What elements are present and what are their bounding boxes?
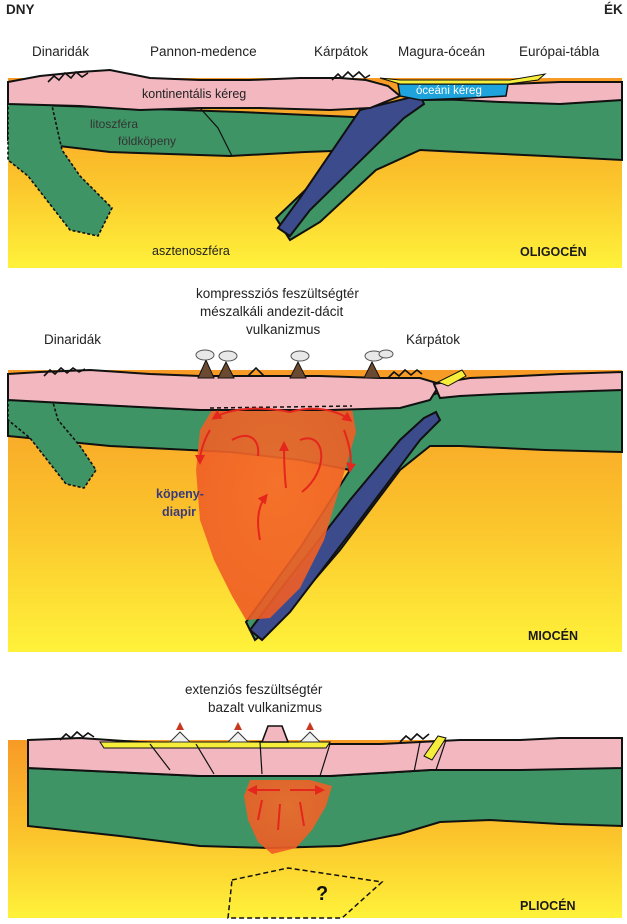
panel-pliocene: extenziós feszültségtér bazalt vulkanizm… (8, 682, 622, 918)
pliocene-title-line2: bazalt vulkanizmus (208, 700, 322, 715)
label-pannon-medence: Pannon-medence (150, 44, 257, 59)
direction-west-label: DNY (6, 2, 35, 17)
label-foldkopeny: földköpeny (118, 134, 176, 148)
label-oceani-kereg: óceáni kéreg (416, 85, 482, 97)
label-karpatok-oligocene: Kárpátok (314, 44, 368, 59)
pannonian-sediment (100, 742, 330, 748)
direction-east-label: ÉK (604, 2, 623, 17)
label-asztenoszfera: asztenoszféra (152, 244, 230, 258)
period-label-oligocene: OLIGOCÉN (520, 244, 587, 259)
label-magura-ocean: Magura-óceán (398, 44, 485, 59)
panel-oligocene: Dinaridák Pannon-medence Kárpátok Magura… (8, 44, 622, 268)
panel-miocene: kompressziós feszültségtér mészalkáli an… (8, 286, 622, 652)
label-dinaridak-miocene: Dinaridák (44, 332, 101, 347)
miocene-title-line2: mészalkáli andezit-dácit (200, 304, 344, 319)
label-dinaridak-oligocene: Dinaridák (32, 44, 89, 59)
basalt-volcano-icon (170, 722, 190, 742)
basalt-volcano-icon (300, 722, 320, 742)
period-label-pliocene: PLIOCÉN (520, 898, 576, 913)
label-kontinentalis-kereg: kontinentális kéreg (142, 87, 246, 101)
horst-block (262, 726, 288, 742)
miocene-title-line1: kompressziós feszültségtér (196, 286, 359, 301)
period-label-miocene: MIOCÉN (528, 628, 578, 643)
miocene-title-line3: vulkanizmus (246, 322, 321, 337)
label-karpatok-miocene: Kárpátok (406, 332, 460, 347)
pliocene-title-line1: extenziós feszültségtér (185, 682, 323, 697)
basalt-volcano-icon (228, 722, 248, 742)
question-mark: ? (316, 883, 328, 905)
label-europai-tabla: Európai-tábla (519, 44, 600, 59)
label-kopeny: köpeny- (156, 487, 204, 501)
label-litoszfera: litoszféra (90, 117, 138, 131)
label-diapir: diapir (162, 505, 196, 519)
